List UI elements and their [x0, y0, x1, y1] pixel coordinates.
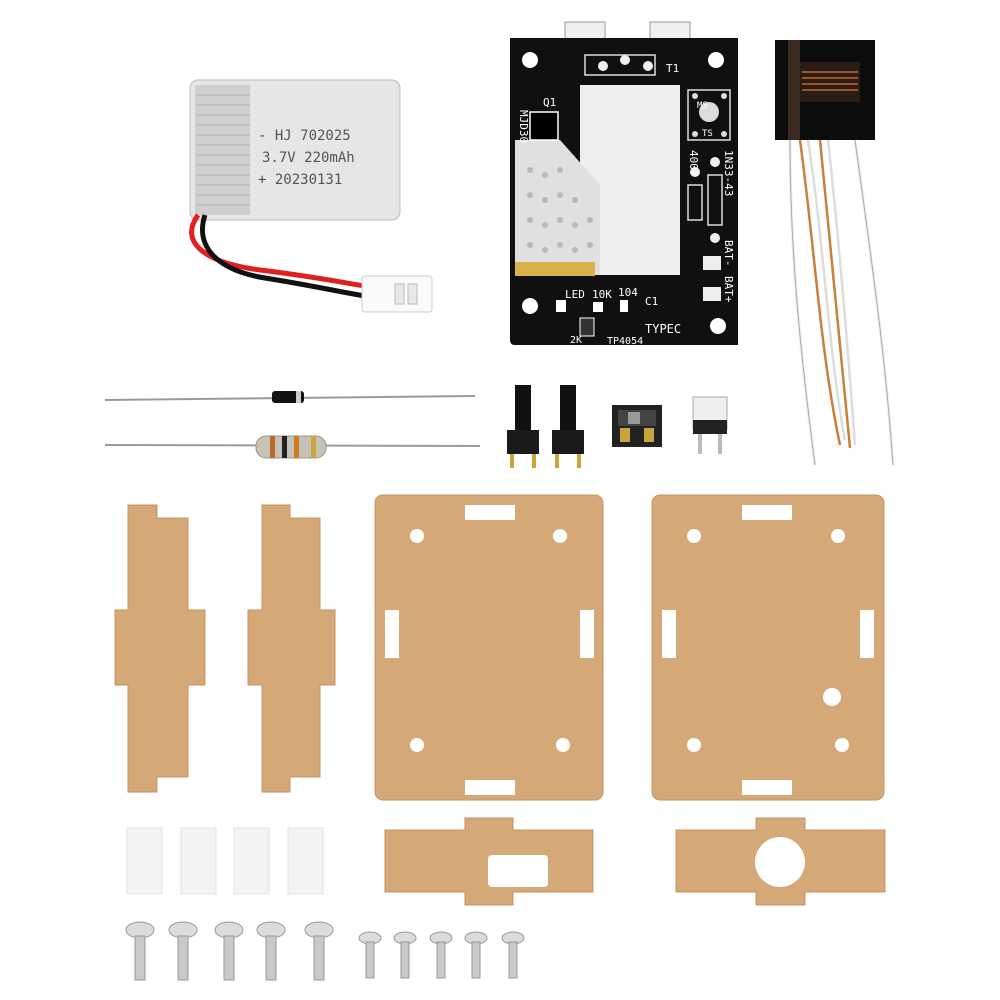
- battery-label-line3: + 20230131: [258, 172, 342, 188]
- foam-pad: [180, 827, 217, 895]
- pcb-label-t1: T1: [666, 62, 679, 75]
- screw-large: [168, 921, 198, 981]
- pcb-label-typec: TYPEC: [645, 322, 681, 336]
- foam-pad: [287, 827, 324, 895]
- diode: [104, 391, 476, 403]
- pcb-label-c1: C1: [645, 295, 658, 308]
- pcb-mount-hole: [710, 318, 726, 334]
- pcb-label-1n33: 1N33-43: [722, 150, 735, 196]
- screw-small: [429, 931, 453, 979]
- pcb-label-ts: TS: [702, 129, 713, 139]
- lipo-battery: - HJ 702025 3.7V 220mAh + 20230131: [189, 79, 433, 313]
- screw-large: [214, 921, 244, 981]
- acrylic-side-panel: [114, 504, 206, 793]
- battery-black-wire: [200, 214, 366, 299]
- pcb-label-ms: MS: [697, 101, 708, 111]
- acrylic-end-piece: [384, 817, 594, 906]
- tactile-button-tall: [552, 385, 584, 468]
- pcb-label-bat-minus: BAT-: [722, 240, 735, 267]
- circuit-board: LED 10K 104 C1 2K TP4054 TYPEC T1 Q1 MJD…: [510, 21, 738, 347]
- pcb-label-104: 104: [618, 286, 638, 299]
- pcb-label-mjd30: MJD30: [517, 110, 530, 143]
- pcb-label-led: LED: [565, 288, 585, 301]
- screw-small: [464, 931, 488, 979]
- tactile-button-tall: [507, 385, 539, 468]
- screw-large: [304, 921, 334, 981]
- battery-label-line1: - HJ 702025: [258, 128, 351, 144]
- battery-red-wire: [189, 213, 366, 289]
- mosfet-component: [692, 396, 728, 454]
- pcb-label-tp4054: TP4054: [607, 336, 643, 347]
- screw-small: [501, 931, 525, 979]
- acrylic-side-panel: [247, 504, 336, 793]
- pcb-switch-footprint: [687, 89, 731, 141]
- pcb-label-4007: 4007: [687, 150, 700, 177]
- screw-small: [393, 931, 417, 979]
- foam-pad: [233, 827, 270, 895]
- hv-transformer: [775, 40, 895, 466]
- pcb-q1-footprint: [529, 111, 559, 141]
- pcb-mount-hole: [522, 52, 538, 68]
- pcb-label-bat-plus: BAT+: [722, 276, 735, 303]
- pcb-label-q1: Q1: [543, 96, 556, 109]
- pcb-label-2k: 2K: [570, 335, 582, 346]
- pcb-mount-hole: [708, 52, 724, 68]
- pcb-mount-hole: [522, 298, 538, 314]
- acrylic-main-panel: [651, 494, 885, 801]
- pcb-label-10k: 10K: [592, 288, 612, 301]
- slide-switch: [612, 405, 662, 447]
- screw-small: [358, 931, 382, 979]
- acrylic-main-panel: [374, 494, 604, 801]
- resistor: [104, 435, 481, 459]
- screw-large: [256, 921, 286, 981]
- acrylic-end-piece: [675, 817, 886, 906]
- battery-label-line2: 3.7V 220mAh: [262, 150, 355, 166]
- screw-large: [125, 921, 155, 981]
- foam-pad: [126, 827, 163, 895]
